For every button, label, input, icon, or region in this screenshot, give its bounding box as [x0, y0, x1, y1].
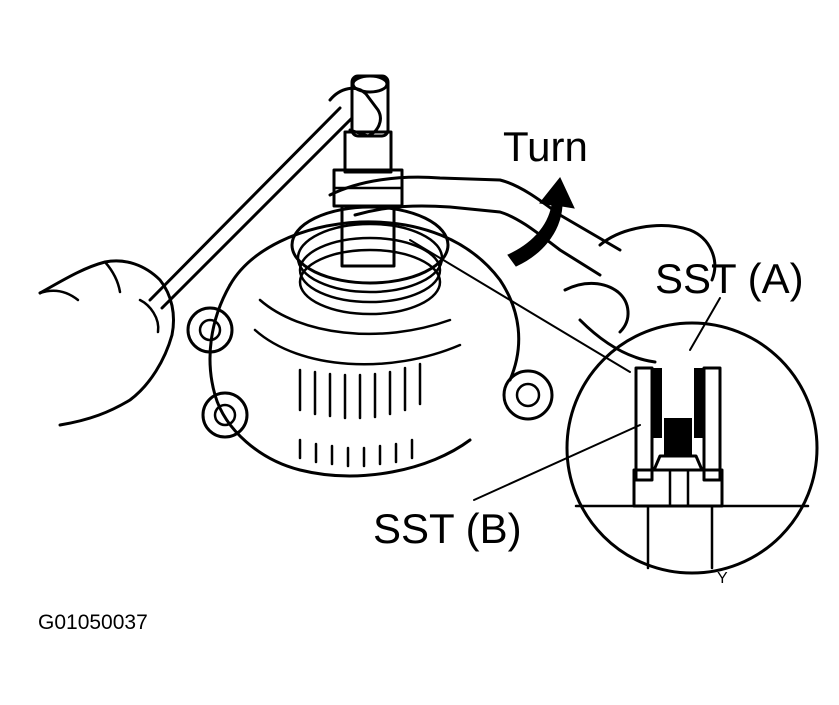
sst-a-label: SST (A)	[655, 255, 804, 302]
socket-stack	[332, 130, 404, 268]
detail-mark-label: Y	[717, 570, 728, 587]
alternator-body	[186, 205, 554, 478]
left-hand	[38, 259, 175, 427]
detail-view-circle	[565, 321, 819, 575]
turn-arrow-icon	[507, 177, 575, 267]
turn-label: Turn	[503, 123, 588, 170]
right-hand	[563, 224, 717, 364]
sst-b-label: SST (B)	[373, 505, 522, 552]
wrench-handle	[148, 74, 390, 310]
sst-a-wrench	[328, 175, 622, 277]
figure-code: G01050037	[38, 611, 148, 634]
